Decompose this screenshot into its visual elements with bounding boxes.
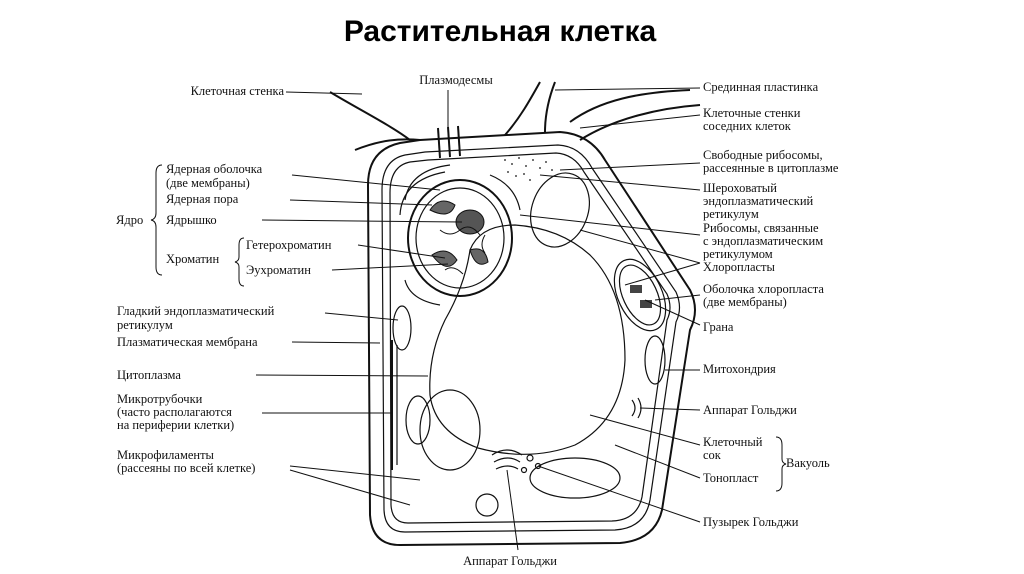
- plasmodesma-1: [437, 127, 441, 159]
- neighbor-wall-right-2: [579, 104, 701, 141]
- label-chromatin: Хроматин: [166, 252, 219, 266]
- neighbor-wall-left: [329, 91, 411, 141]
- label-smooth-er-line1: Гладкий эндоплазматический: [117, 304, 275, 318]
- neighbor-wall-top-2: [544, 81, 556, 133]
- chloroplast-upper-shape: [530, 172, 590, 248]
- label-plasmodesmata: Плазмодесмы: [419, 73, 493, 87]
- nuclear-envelope-inner: [415, 187, 505, 289]
- chloroplast-right: [613, 258, 667, 332]
- label-microfilaments-line2: (рассеяны по всей клетке): [117, 461, 255, 475]
- label-nucleus: Ядро: [116, 213, 143, 227]
- chloroplast-right-outer: [613, 258, 667, 332]
- label-cell-wall: Клеточная стенка: [191, 84, 285, 98]
- chloroplast-upper: [530, 172, 590, 248]
- nuclear-envelope-shape: [407, 179, 513, 297]
- golgi-vesicle-3: [520, 466, 528, 474]
- heterochromatin-blob-1: [429, 200, 456, 215]
- label-chloroplast-envelope-line1: Оболочка хлоропласта: [703, 282, 824, 296]
- label-free-ribosomes-line1: Свободные рибосомы,: [703, 148, 823, 162]
- chromatin-brace: [234, 237, 245, 287]
- label-microtubules-line2: (часто располагаются: [117, 405, 232, 419]
- cell-illustration: [329, 81, 701, 547]
- cell-wall-outer: [366, 130, 696, 547]
- page-title: Растительная клетка: [344, 15, 657, 48]
- label-plasma-membrane: Плазматическая мембрана: [117, 335, 258, 349]
- label-neighbor-walls-line1: Клеточные стенки: [703, 106, 801, 120]
- label-bound-ribosomes-line3: ретикулумом: [703, 247, 773, 261]
- label-microtubules-line1: Микротрубочки: [117, 392, 203, 406]
- label-middle-lamella: Срединная пластинка: [703, 80, 819, 94]
- free-ribosomes-dots: [504, 157, 553, 181]
- vacuole-brace: [775, 436, 787, 492]
- label-cell-sap-line2: сок: [703, 448, 722, 462]
- peroxisome: [475, 493, 499, 517]
- label-euchromatin: Эухроматин: [246, 263, 311, 277]
- chloroplast-right-inner: [618, 264, 662, 326]
- label-nuclear-envelope-line2: (две мембраны): [166, 176, 250, 190]
- label-golgi-vesicle: Пузырек Гольджи: [703, 515, 799, 529]
- heterochromatin-blob-3: [469, 248, 489, 265]
- label-cytoplasm: Цитоплазма: [117, 368, 181, 382]
- euchromatin-threads: [439, 226, 486, 275]
- mitochondrion-left: [392, 305, 412, 351]
- plasmodesma-2: [447, 126, 451, 158]
- label-chloroplast-envelope-line2: (две мембраны): [703, 295, 787, 309]
- organelle-lower-right: [529, 457, 621, 499]
- label-cell-sap-line1: Клеточный: [703, 435, 763, 449]
- plasma-membrane: [381, 144, 681, 533]
- golgi-vesicle-1: [526, 454, 534, 462]
- label-grana: Грана: [703, 320, 734, 334]
- label-nuclear-envelope-line1: Ядерная оболочка: [166, 162, 263, 176]
- neighbor-wall-left-2: [354, 138, 421, 151]
- label-heterochromatin: Гетерохроматин: [246, 238, 332, 252]
- label-rough-er-line2: эндоплазматический: [703, 194, 814, 208]
- labels-left: Клеточная стенка Ядерная оболочка (две м…: [116, 84, 332, 475]
- labels-right: Плазмодесмы Срединная пластинка Клеточны…: [419, 73, 839, 568]
- label-tonoplast: Тонопласт: [703, 471, 759, 485]
- granum-1: [630, 285, 642, 293]
- nucleus-brace: [150, 164, 163, 276]
- label-microfilaments-line1: Микрофиламенты: [117, 448, 215, 462]
- central-vacuole: [429, 224, 626, 455]
- nucleus-drawing: [407, 179, 513, 297]
- label-nuclear-pore: Ядерная пора: [166, 192, 239, 206]
- label-microtubules-line3: на периферии клетки): [117, 418, 234, 432]
- rough-er-arc-3: [404, 279, 441, 306]
- label-rough-er-line3: ретикулум: [703, 207, 759, 221]
- golgi-stack-bottom: [491, 449, 523, 470]
- label-golgi-right: Аппарат Гольджи: [703, 403, 797, 417]
- label-neighbor-walls-line2: соседних клеток: [703, 119, 792, 133]
- label-bound-ribosomes-line1: Рибосомы, связанные: [703, 221, 819, 235]
- granum-2: [640, 300, 652, 308]
- organelle-lower-middle: [419, 389, 481, 471]
- label-smooth-er-line2: ретикулум: [117, 318, 173, 332]
- leader-lines: [150, 87, 787, 551]
- rough-er-arc-4: [489, 174, 521, 211]
- mitochondrion-lower: [405, 395, 431, 445]
- neighbor-wall-right: [569, 89, 691, 123]
- golgi-stack-right: [631, 397, 642, 419]
- label-nucleolus: Ядрышко: [166, 213, 217, 227]
- heterochromatin-blob-2: [431, 250, 458, 267]
- neighbor-wall-top: [504, 81, 541, 136]
- label-vacuole: Вакуоль: [786, 456, 830, 470]
- golgi-vesicle-2: [534, 462, 542, 470]
- label-chloroplasts: Хлоропласты: [703, 260, 776, 274]
- label-rough-er-line1: Шероховатый: [703, 181, 777, 195]
- label-golgi-bottom: Аппарат Гольджи: [463, 554, 557, 568]
- plasmodesma-3: [457, 125, 461, 157]
- mitochondrion-right: [644, 335, 666, 385]
- label-bound-ribosomes-line2: с эндоплазматическим: [703, 234, 823, 248]
- label-mitochondrion: Митохондрия: [703, 362, 776, 376]
- label-free-ribosomes-line2: рассеянные в цитоплазме: [703, 161, 839, 175]
